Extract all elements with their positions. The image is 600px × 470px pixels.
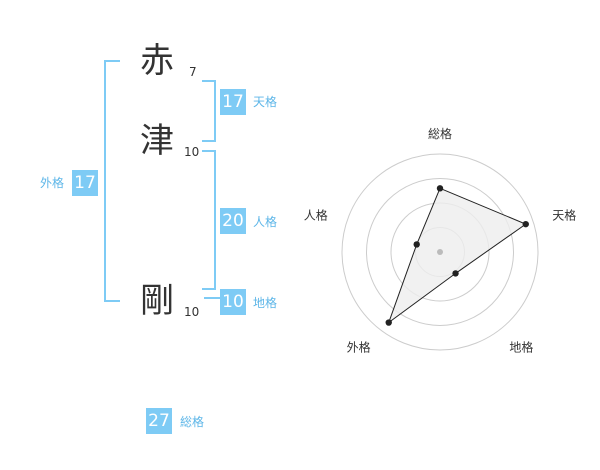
soukaku-label: 総格 (180, 415, 205, 429)
tenkaku-label: 天格 (253, 95, 278, 109)
stroke-count-1: 7 (189, 65, 197, 79)
chikaku-connector (204, 297, 220, 299)
radar-axis-label: 人格 (304, 208, 328, 223)
name-char-2: 津 (140, 121, 174, 161)
jinkaku-bracket (202, 150, 216, 290)
jinkaku-label: 人格 (253, 215, 278, 229)
radar-series-area (387, 187, 527, 324)
chikaku-label: 地格 (253, 296, 278, 310)
radar-point (452, 270, 459, 277)
radar-point (522, 220, 529, 228)
radar-axis-label: 総格 (428, 126, 452, 141)
soukaku-badge: 27 (146, 408, 172, 434)
tenkaku-bracket (202, 80, 216, 142)
stroke-count-2: 10 (184, 145, 200, 159)
radar-center-dot (437, 249, 443, 255)
radar-axis-label: 地格 (509, 339, 533, 354)
radar-axis-label: 天格 (552, 208, 576, 223)
tenkaku-badge: 17 (220, 89, 246, 115)
radar-grid-ring (341, 153, 539, 351)
gaikaku-badge: 17 (72, 170, 98, 196)
radar-axis-label: 外格 (347, 339, 371, 354)
name-char-3: 剛 (140, 281, 174, 321)
stroke-count-3: 10 (184, 305, 200, 319)
gaikaku-bracket (104, 60, 120, 302)
radar-point (385, 319, 392, 326)
gaikaku-label: 外格 (40, 176, 65, 190)
radar-point (413, 241, 420, 248)
jinkaku-badge: 20 (220, 208, 246, 234)
radar-point (436, 185, 444, 192)
name-char-1: 赤 (140, 41, 174, 81)
chikaku-badge: 10 (220, 289, 246, 315)
radar-grid-ring (366, 178, 514, 326)
